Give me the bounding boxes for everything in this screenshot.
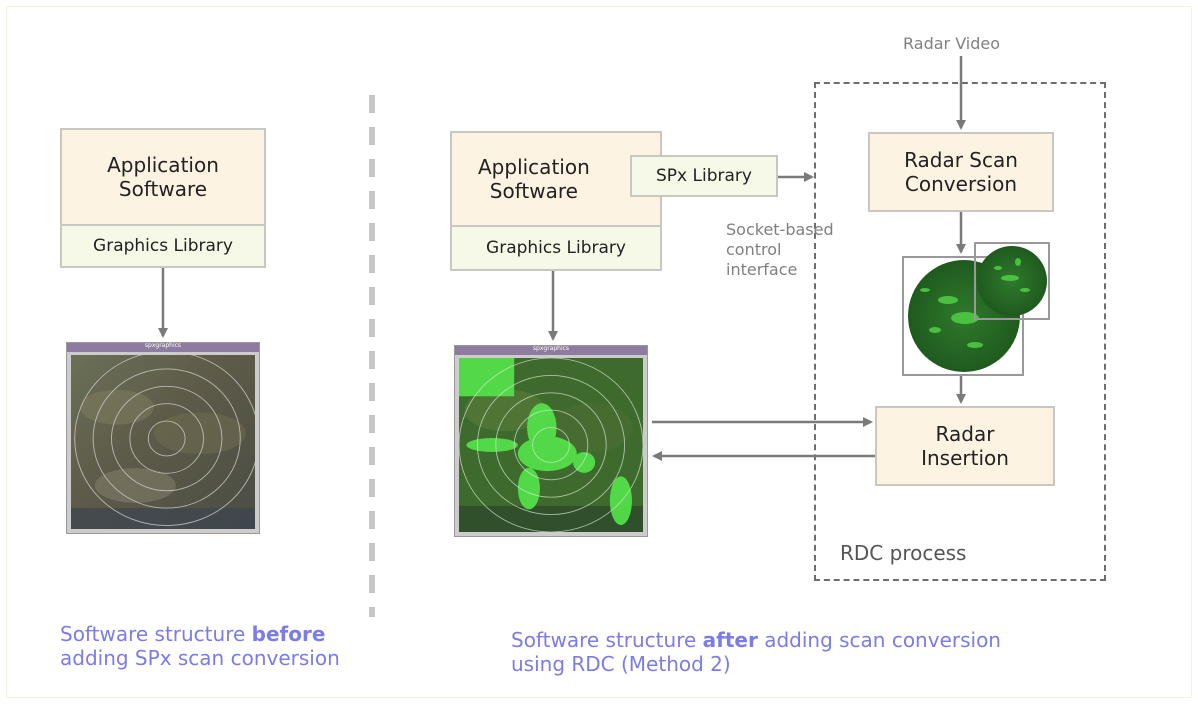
left-graphics-library-box: Graphics Library bbox=[60, 224, 266, 268]
rdc-process-label: RDC process bbox=[840, 541, 967, 565]
page-frame bbox=[6, 6, 1192, 698]
spx-library-box: SPx Library bbox=[630, 155, 778, 197]
right-caption-pre: Software structure bbox=[511, 628, 703, 652]
right-caption: Software structure after adding scan con… bbox=[511, 628, 1051, 676]
left-spxgraphics-window: spxgraphics bbox=[66, 342, 260, 534]
radar-insertion-box: Radar Insertion bbox=[875, 406, 1055, 486]
left-application-software-label: Application Software bbox=[107, 153, 219, 201]
right-caption-bold: after bbox=[702, 628, 758, 652]
right-spxgraphics-window: spxgraphics bbox=[454, 345, 648, 537]
left-caption: Software structure before adding SPx sca… bbox=[60, 622, 360, 670]
left-window-titlebar: spxgraphics bbox=[67, 342, 259, 352]
radar-video-label: Radar Video bbox=[903, 34, 1001, 53]
right-graphics-library-label: Graphics Library bbox=[486, 238, 626, 258]
right-graphics-library-box: Graphics Library bbox=[450, 225, 662, 271]
left-window-title: spxgraphics bbox=[144, 342, 182, 349]
radar-scan-conversion-box: Radar Scan Conversion bbox=[868, 132, 1054, 212]
radar-insertion-label: Radar Insertion bbox=[921, 422, 1009, 470]
section-divider bbox=[369, 95, 375, 617]
left-caption-post: adding SPx scan conversion bbox=[60, 646, 340, 670]
radar-scan-conversion-label: Radar Scan Conversion bbox=[904, 148, 1018, 196]
left-caption-bold: before bbox=[251, 622, 326, 646]
right-caption-post: adding scan conversion using RDC (Method… bbox=[511, 628, 1001, 676]
right-window-title: spxgraphics bbox=[532, 345, 570, 352]
spx-library-label: SPx Library bbox=[656, 166, 752, 186]
right-window-titlebar: spxgraphics bbox=[455, 345, 647, 355]
right-map-display-with-radar bbox=[459, 358, 643, 532]
left-caption-pre: Software structure bbox=[60, 622, 252, 646]
right-application-software-box: Application Software bbox=[450, 131, 662, 227]
left-graphics-library-label: Graphics Library bbox=[93, 236, 233, 256]
socket-interface-label: Socket-based control interface bbox=[726, 220, 834, 279]
radar-scan-image-small bbox=[974, 242, 1050, 320]
right-application-software-label: Application Software bbox=[478, 155, 590, 203]
left-map-display bbox=[71, 355, 255, 529]
